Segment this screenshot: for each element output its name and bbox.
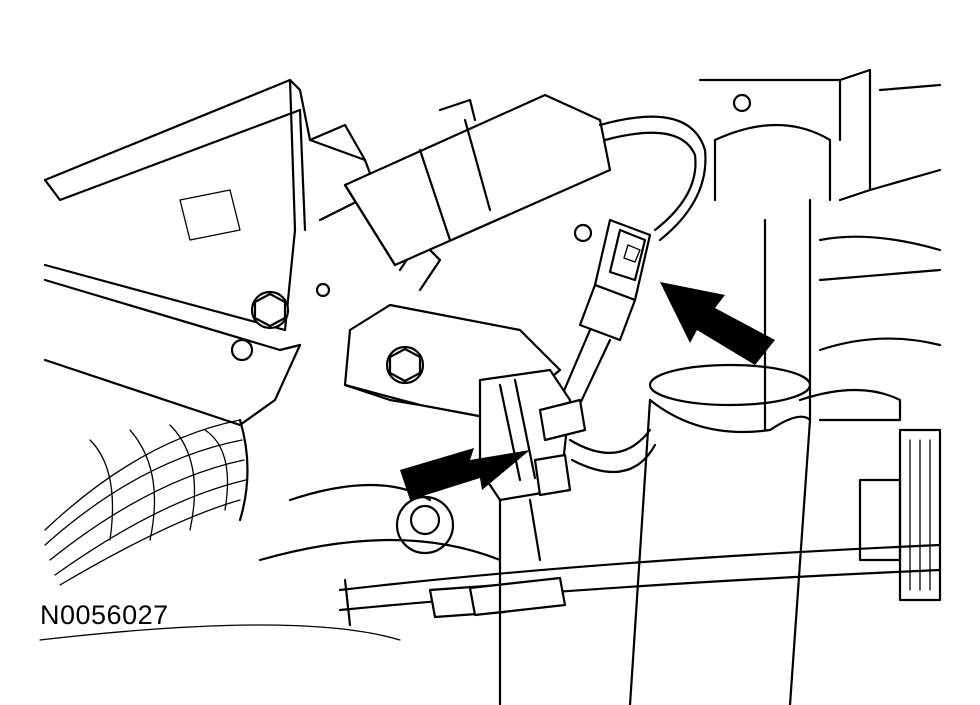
hole-upper <box>732 93 752 113</box>
arrow-upper-connector <box>660 282 775 365</box>
steering-column <box>628 68 942 705</box>
upper-electrical-connector <box>578 218 652 342</box>
hole-module <box>230 338 254 362</box>
figure-id-label: N0056027 <box>40 600 169 630</box>
module-housing <box>43 78 382 427</box>
bolt-module <box>250 290 290 330</box>
right-bracket <box>798 235 942 602</box>
lower-electrical-connector <box>478 368 657 502</box>
connector-wire-loop <box>598 115 707 242</box>
bolt-bracket <box>385 345 425 385</box>
wire-bundle <box>44 418 249 586</box>
lower-cable <box>39 543 942 641</box>
harness-wrap <box>343 93 612 267</box>
hole-center <box>573 223 593 243</box>
connector-wire-down <box>558 328 612 410</box>
hole-left <box>315 282 331 298</box>
arrow-lower-connector <box>400 448 530 500</box>
